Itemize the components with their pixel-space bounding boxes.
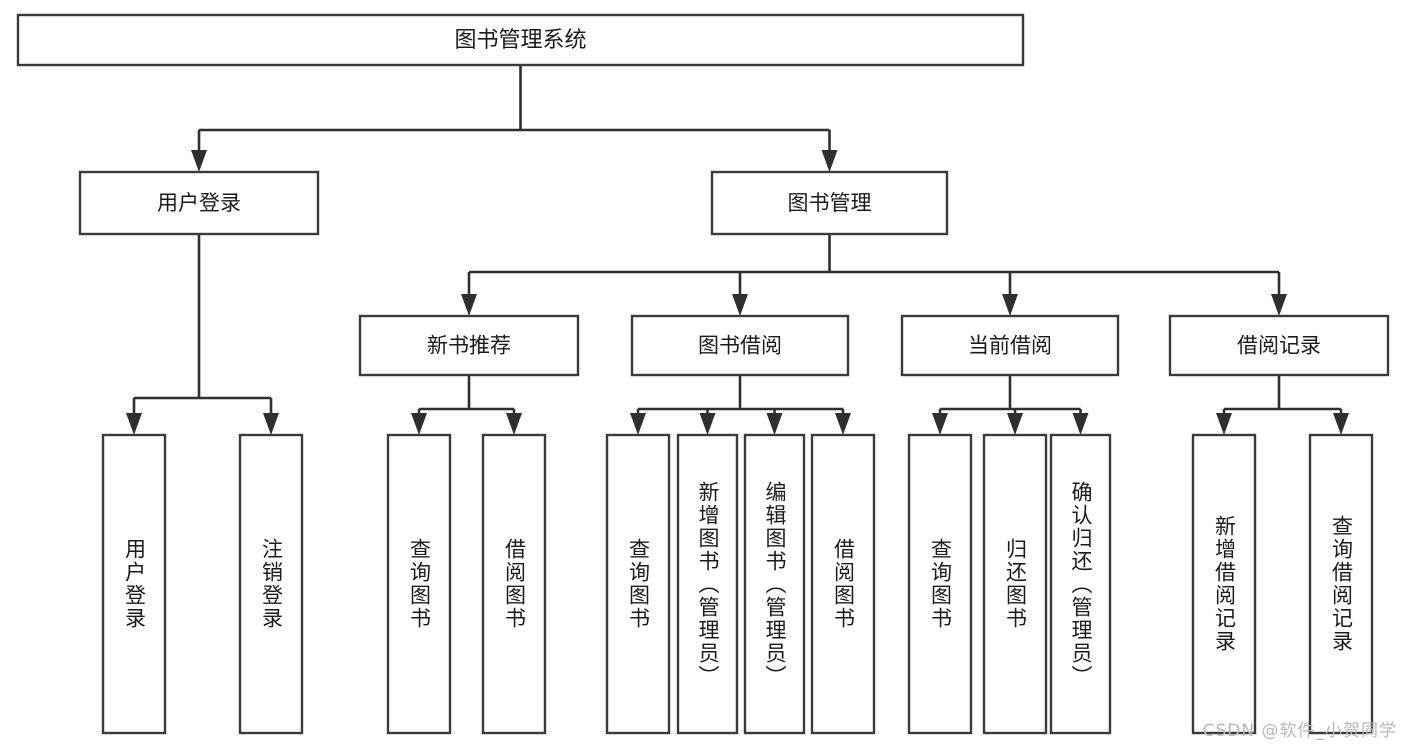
arrow-head-icon	[932, 413, 948, 435]
node-box[interactable]	[710, 170, 949, 236]
node-box[interactable]	[358, 314, 580, 377]
arrow-head-icon	[835, 413, 851, 435]
watermark-text: CSDN @软件_小贺同学	[1202, 721, 1397, 741]
node-box[interactable]	[101, 433, 167, 735]
arrow-head-icon	[766, 413, 783, 435]
arrow-head-icon	[699, 413, 716, 435]
node-box[interactable]	[481, 433, 547, 735]
node-box[interactable]	[1308, 433, 1374, 735]
node-box[interactable]	[982, 433, 1048, 735]
node-book-borrow[interactable]: 图书借阅	[630, 314, 850, 377]
arrow-head-icon	[191, 150, 207, 172]
node-leaf-return-book[interactable]	[982, 433, 1048, 735]
arrow-head-icon	[461, 294, 477, 316]
arrow-head-icon	[732, 294, 748, 316]
node-user-login[interactable]: 用户登录	[78, 170, 320, 236]
node-box[interactable]	[743, 433, 806, 735]
arrow-head-icon	[1333, 413, 1349, 435]
node-leaf-query-book-3[interactable]	[907, 433, 973, 735]
node-box[interactable]	[900, 314, 1120, 377]
node-box[interactable]	[78, 170, 320, 236]
node-box[interactable]	[630, 314, 850, 377]
node-leaf-add-book-admin[interactable]	[676, 433, 739, 735]
node-box[interactable]	[605, 433, 671, 735]
node-box[interactable]	[810, 433, 876, 735]
node-box[interactable]	[16, 13, 1025, 67]
node-label: 用户登录	[157, 191, 241, 215]
node-leaf-logout[interactable]	[238, 433, 304, 735]
node-box[interactable]	[386, 433, 452, 735]
node-borrow-record[interactable]: 借阅记录	[1168, 314, 1390, 377]
arrow-head-icon	[1271, 294, 1287, 316]
arrow-head-icon	[1002, 294, 1018, 316]
node-box[interactable]	[676, 433, 739, 735]
node-leaf-query-book-2[interactable]	[605, 433, 671, 735]
node-box[interactable]	[907, 433, 973, 735]
node-label: 借阅记录	[1237, 334, 1321, 358]
node-leaf-query-borrow-record[interactable]	[1308, 433, 1374, 735]
node-leaf-add-borrow-record[interactable]	[1191, 433, 1257, 735]
node-leaf-edit-book-admin[interactable]	[743, 433, 806, 735]
node-box[interactable]	[1191, 433, 1257, 735]
node-label: 图书借阅	[698, 334, 782, 358]
node-leaf-borrow-book-1[interactable]	[481, 433, 547, 735]
arrow-head-icon	[1216, 413, 1232, 435]
node-leaf-user-login[interactable]	[101, 433, 167, 735]
arrow-head-icon	[506, 413, 522, 435]
node-new-book-rec[interactable]: 新书推荐	[358, 314, 580, 377]
node-leaf-borrow-book-2[interactable]	[810, 433, 876, 735]
node-label: 图书管理	[788, 191, 872, 215]
arrow-head-icon	[1072, 413, 1089, 435]
node-label: 当前借阅	[968, 334, 1052, 358]
node-book-manage[interactable]: 图书管理	[710, 170, 949, 236]
node-box[interactable]	[1168, 314, 1390, 377]
node-leaf-query-book-1[interactable]	[386, 433, 452, 735]
node-label: 图书管理系统	[454, 28, 586, 53]
node-leaf-confirm-return-admin[interactable]	[1049, 433, 1112, 735]
arrow-head-icon	[126, 413, 142, 435]
arrow-head-icon	[630, 413, 646, 435]
node-label: 新书推荐	[427, 334, 511, 358]
arrow-head-icon	[1007, 413, 1023, 435]
arrow-head-icon	[263, 413, 279, 435]
arrow-head-icon	[411, 413, 427, 435]
arrow-head-icon	[821, 150, 838, 172]
connector-layer	[126, 65, 1349, 435]
node-box[interactable]	[1049, 433, 1112, 735]
node-root[interactable]: 图书管理系统	[16, 13, 1025, 67]
node-box[interactable]	[238, 433, 304, 735]
node-current-borrow[interactable]: 当前借阅	[900, 314, 1120, 377]
